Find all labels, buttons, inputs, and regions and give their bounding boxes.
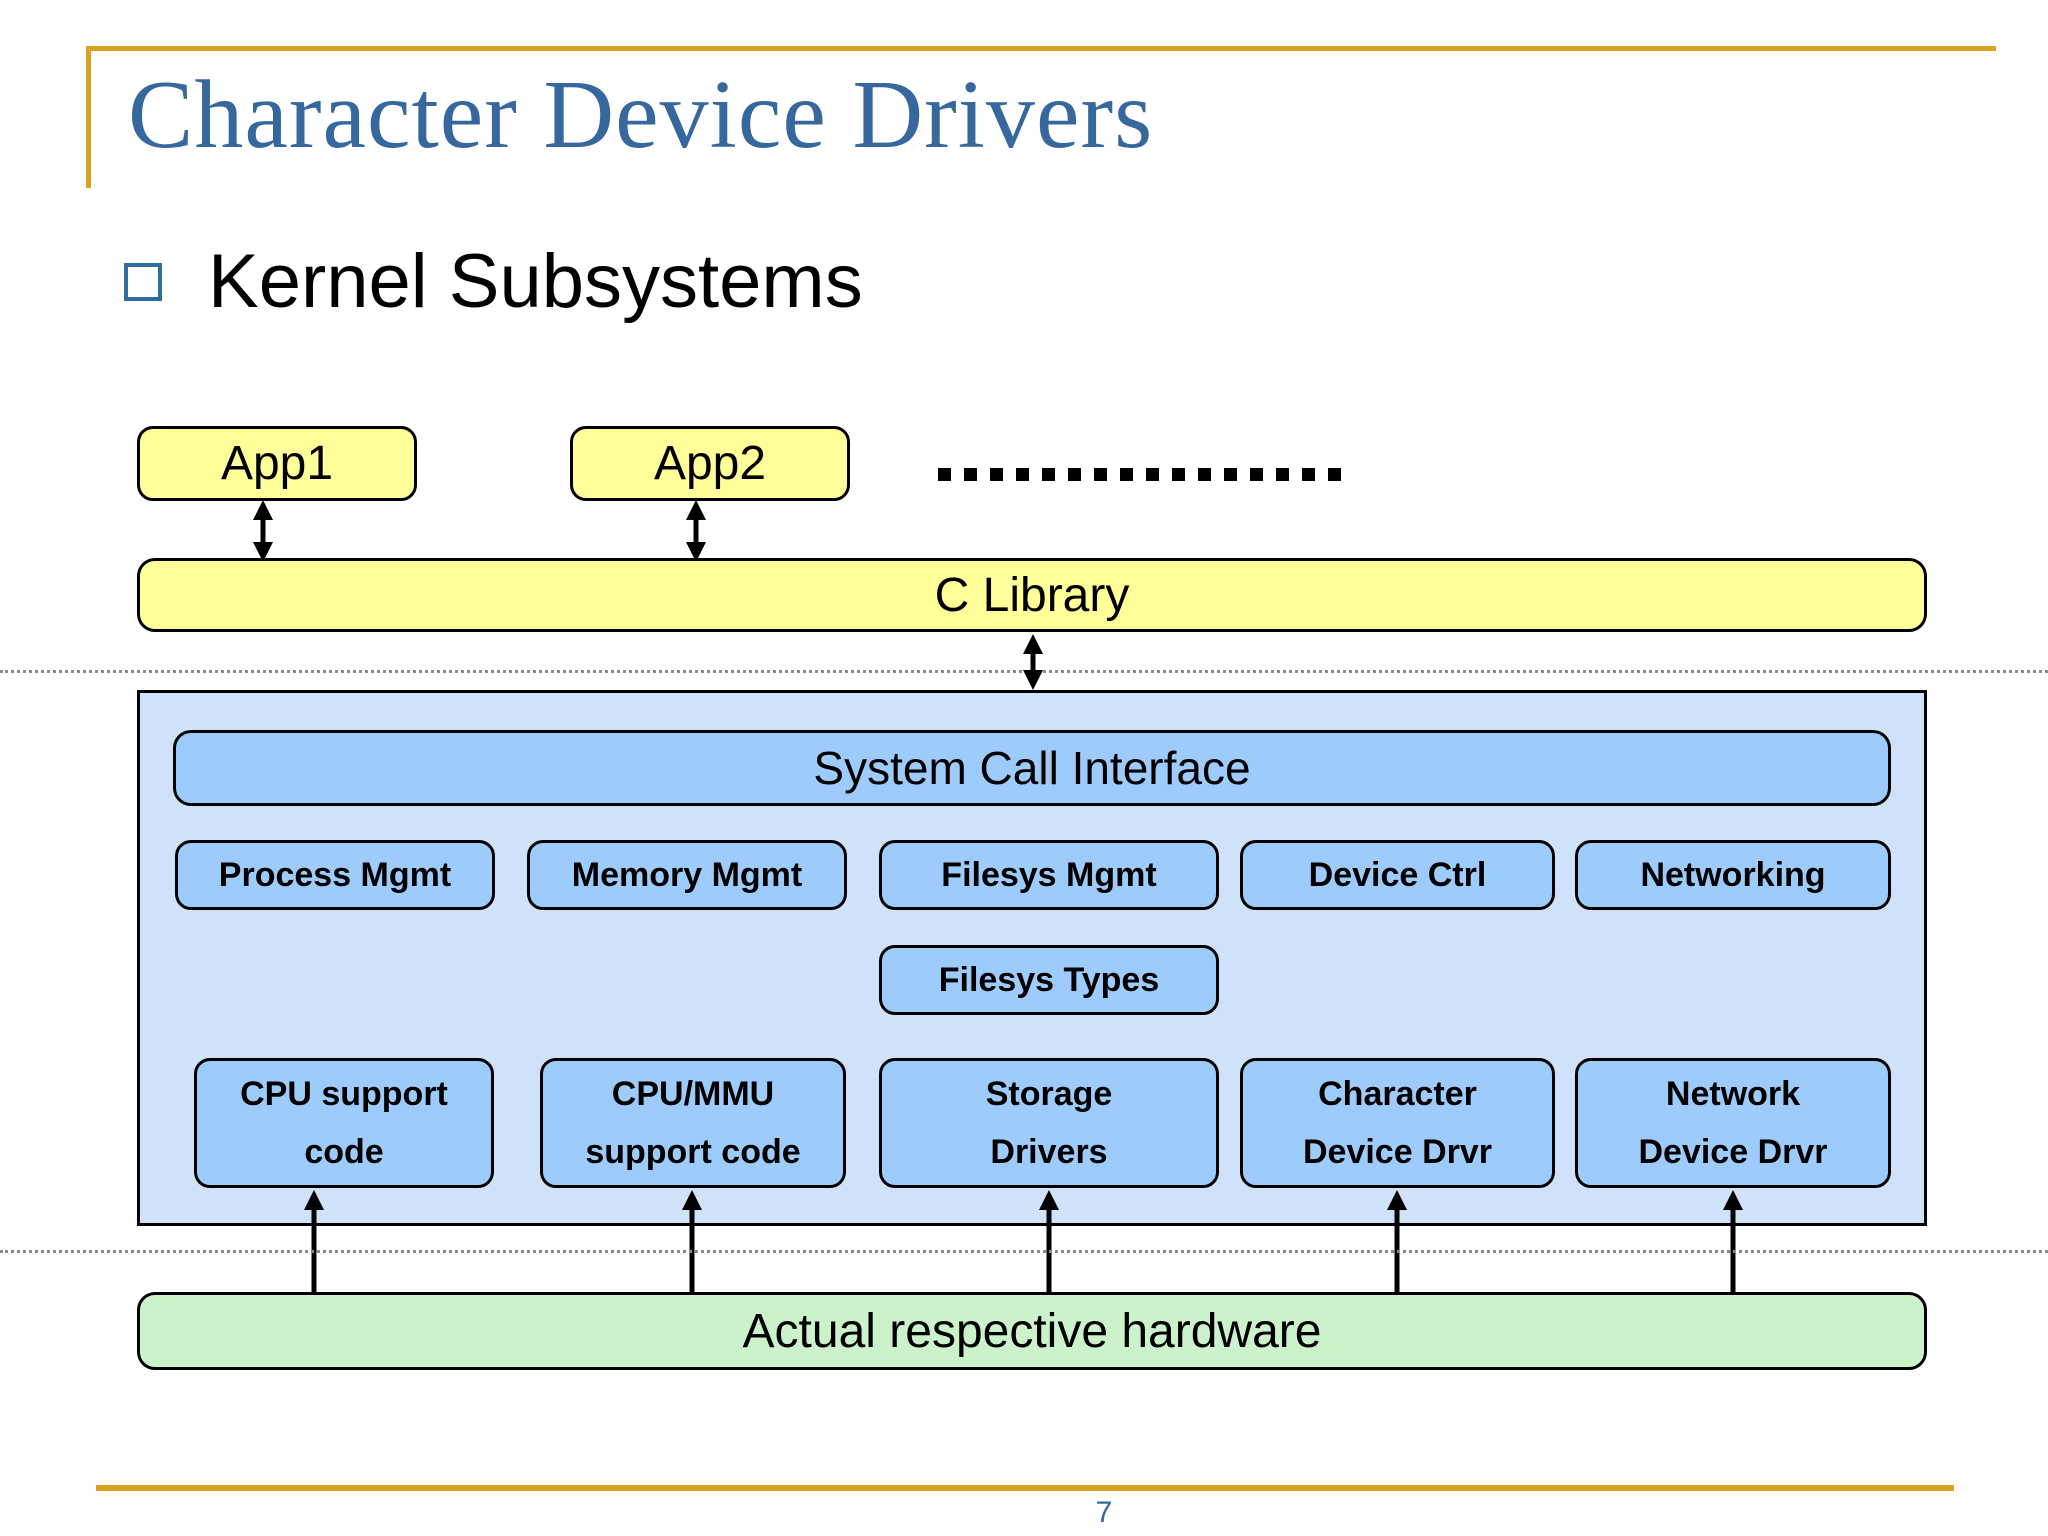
hardware-box[interactable]: Actual respective hardware <box>137 1292 1927 1370</box>
driver-label-line2: support code <box>585 1133 801 1171</box>
arrow-app2-to-clibrary <box>686 500 706 562</box>
driver-character-device-drvr[interactable]: Character Device Drvr <box>1240 1058 1555 1188</box>
driver-label-line1: Storage <box>985 1075 1113 1113</box>
kernel-hardware-separator <box>0 1250 2048 1253</box>
apps-ellipsis <box>938 468 1341 481</box>
title-left-rule <box>86 46 91 188</box>
filesys-types-box[interactable]: Filesys Types <box>879 945 1219 1015</box>
filesys-types-label: Filesys Types <box>938 961 1160 999</box>
subsystem-networking[interactable]: Networking <box>1575 840 1891 910</box>
subsystem-label: Memory Mgmt <box>571 856 803 894</box>
hollow-square-bullet-icon <box>124 263 162 301</box>
subsystem-label: Device Ctrl <box>1308 856 1487 894</box>
subsystem-label: Networking <box>1640 856 1826 894</box>
driver-cpu-support-code[interactable]: CPU support code <box>194 1058 494 1188</box>
driver-network-device-drvr[interactable]: Network Device Drvr <box>1575 1058 1891 1188</box>
subsystem-filesys-mgmt[interactable]: Filesys Mgmt <box>879 840 1219 910</box>
subsystem-device-ctrl[interactable]: Device Ctrl <box>1240 840 1555 910</box>
page-number: 7 <box>1095 1496 1113 1529</box>
driver-label-line1: CPU support <box>240 1075 448 1113</box>
system-call-interface-label: System Call Interface <box>813 742 1251 794</box>
system-call-interface-box[interactable]: System Call Interface <box>173 730 1891 806</box>
driver-label-line2: Device Drvr <box>1302 1133 1492 1171</box>
subsystem-memory-mgmt[interactable]: Memory Mgmt <box>527 840 847 910</box>
subsystem-label: Filesys Mgmt <box>941 856 1157 894</box>
subsystem-process-mgmt[interactable]: Process Mgmt <box>175 840 495 910</box>
app1-box[interactable]: App1 <box>137 426 417 501</box>
driver-label-line2: Drivers <box>990 1133 1108 1171</box>
arrow-app1-to-clibrary <box>253 500 273 562</box>
bullet-row: Kernel Subsystems <box>124 240 863 324</box>
app2-label: App2 <box>653 437 767 490</box>
c-library-label: C Library <box>934 568 1130 622</box>
driver-cpu-mmu-support-code[interactable]: CPU/MMU support code <box>540 1058 846 1188</box>
hardware-label: Actual respective hardware <box>742 1304 1322 1358</box>
subsystem-label: Process Mgmt <box>218 856 452 894</box>
driver-label-line2: code <box>304 1133 384 1171</box>
driver-label-line2: Device Drvr <box>1638 1133 1828 1171</box>
arrow-clibrary-to-kernel <box>1023 634 1043 690</box>
driver-label-line1: Character <box>1318 1075 1477 1113</box>
app1-label: App1 <box>220 437 334 490</box>
footer-rule <box>96 1485 1954 1491</box>
title-top-rule <box>86 46 1996 51</box>
page-title: Character Device Drivers <box>128 61 1154 169</box>
app2-box[interactable]: App2 <box>570 426 850 501</box>
driver-label-line1: CPU/MMU <box>611 1075 775 1113</box>
driver-label-line1: Network <box>1665 1075 1801 1113</box>
c-library-box[interactable]: C Library <box>137 558 1927 632</box>
bullet-label: Kernel Subsystems <box>208 239 863 324</box>
driver-storage-drivers[interactable]: Storage Drivers <box>879 1058 1219 1188</box>
